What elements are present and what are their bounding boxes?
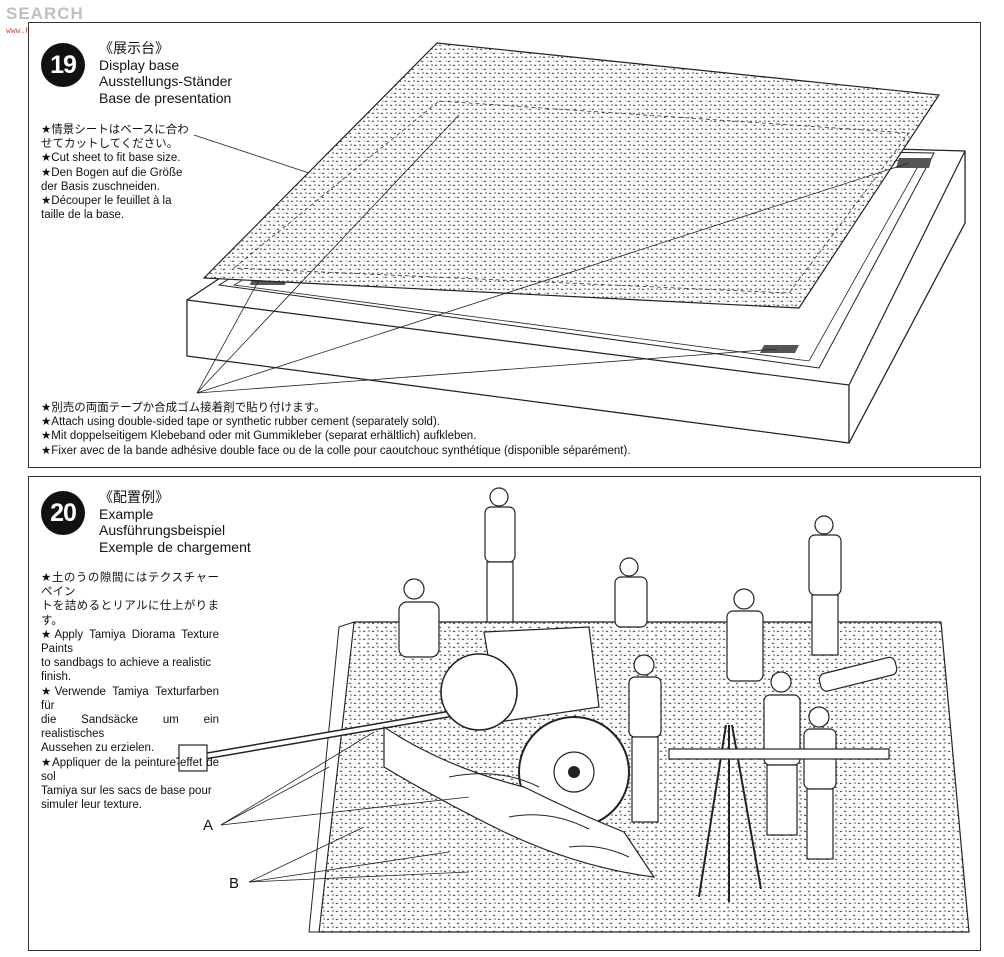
step-19-title: 《展示台》 Display base Ausstellungs-Ständer … [99,40,233,106]
watermark-logo: SEARCH [6,4,84,23]
label-b: B [229,875,240,892]
step-19-panel: 19 《展示台》 Display base Ausstellungs-Ständ… [28,22,981,468]
step-number-19: 19 [41,43,85,87]
step-20-notes: ★土のうの隙間にはテクスチャーペイン トを詰めるとリアルに仕上がります。 ★Ap… [41,572,219,812]
step-19-notes: ★情景シートはベースに合わ せてカットしてください。 ★Cut sheet to… [41,124,189,222]
diorama-example-illustration [176,487,970,933]
label-a: A [203,817,214,834]
display-base-illustration [186,42,966,444]
step-19-attach-notes: ★別売の両面テープか合成ゴム接着剤で貼り付けます。 ★Attach using … [41,402,631,457]
step-20-title: 《配置例》 Example Ausführungsbeispiel Exempl… [99,489,251,555]
step-number-20: 20 [41,491,85,535]
step-20-panel: 20 《配置例》 Example Ausführungsbeispiel Exe… [28,476,981,951]
